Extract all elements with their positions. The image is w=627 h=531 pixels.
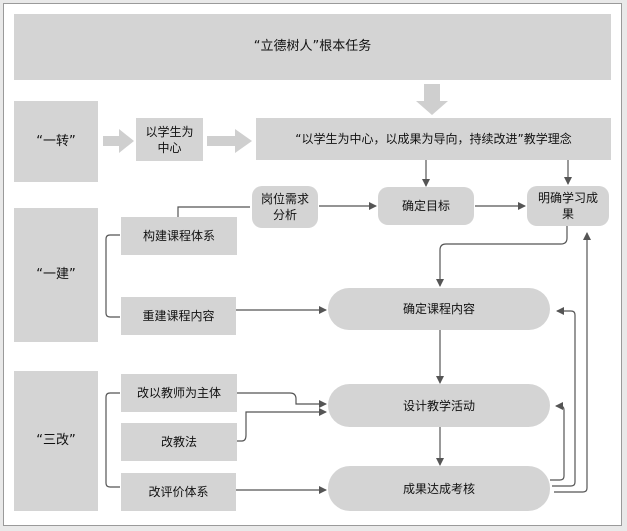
course-content-box: 确定课程内容 <box>328 288 550 330</box>
line-curriculum-job <box>177 206 250 218</box>
mission-box: “立德树人”根本任务 <box>14 14 611 80</box>
design-activity-box: 设计教学活动 <box>328 384 550 427</box>
learning-outcome-box: 明确学习成 果 <box>527 186 609 226</box>
rebuild-content-box: 重建课程内容 <box>121 297 236 335</box>
arrow-method-design <box>237 408 327 442</box>
teacher-subject-box: 改以教师为主体 <box>121 374 237 412</box>
feedback-assess-content <box>552 307 576 487</box>
label-one-turn: “一转” <box>14 101 98 182</box>
philosophy-box: “以学生为中心，以成果为导向，持续改进”教学理念 <box>256 118 611 160</box>
student-center-box: 以学生为 中心 <box>136 118 203 161</box>
set-goal-box: 确定目标 <box>378 187 474 225</box>
feedback-assess-design <box>550 402 565 481</box>
bracket-build <box>105 234 120 318</box>
curriculum-system-box: 构建课程体系 <box>121 217 237 255</box>
teaching-method-box: 改教法 <box>121 423 237 461</box>
block-arrow-right-2 <box>207 129 252 153</box>
arrow-outcome-content <box>436 226 568 287</box>
arrow-teacher-design <box>237 392 327 408</box>
label-three-change: “三改” <box>14 371 98 511</box>
block-arrow-right-1 <box>103 129 134 153</box>
job-analysis-box: 岗位需求 分析 <box>252 186 318 228</box>
label-one-build: “一建” <box>14 208 98 342</box>
feedback-assess-outcome <box>554 232 591 493</box>
block-arrow-down <box>416 84 448 115</box>
bracket-change <box>105 392 120 488</box>
evaluation-box: 改评价体系 <box>121 473 236 511</box>
outcome-assessment-box: 成果达成考核 <box>328 466 550 511</box>
